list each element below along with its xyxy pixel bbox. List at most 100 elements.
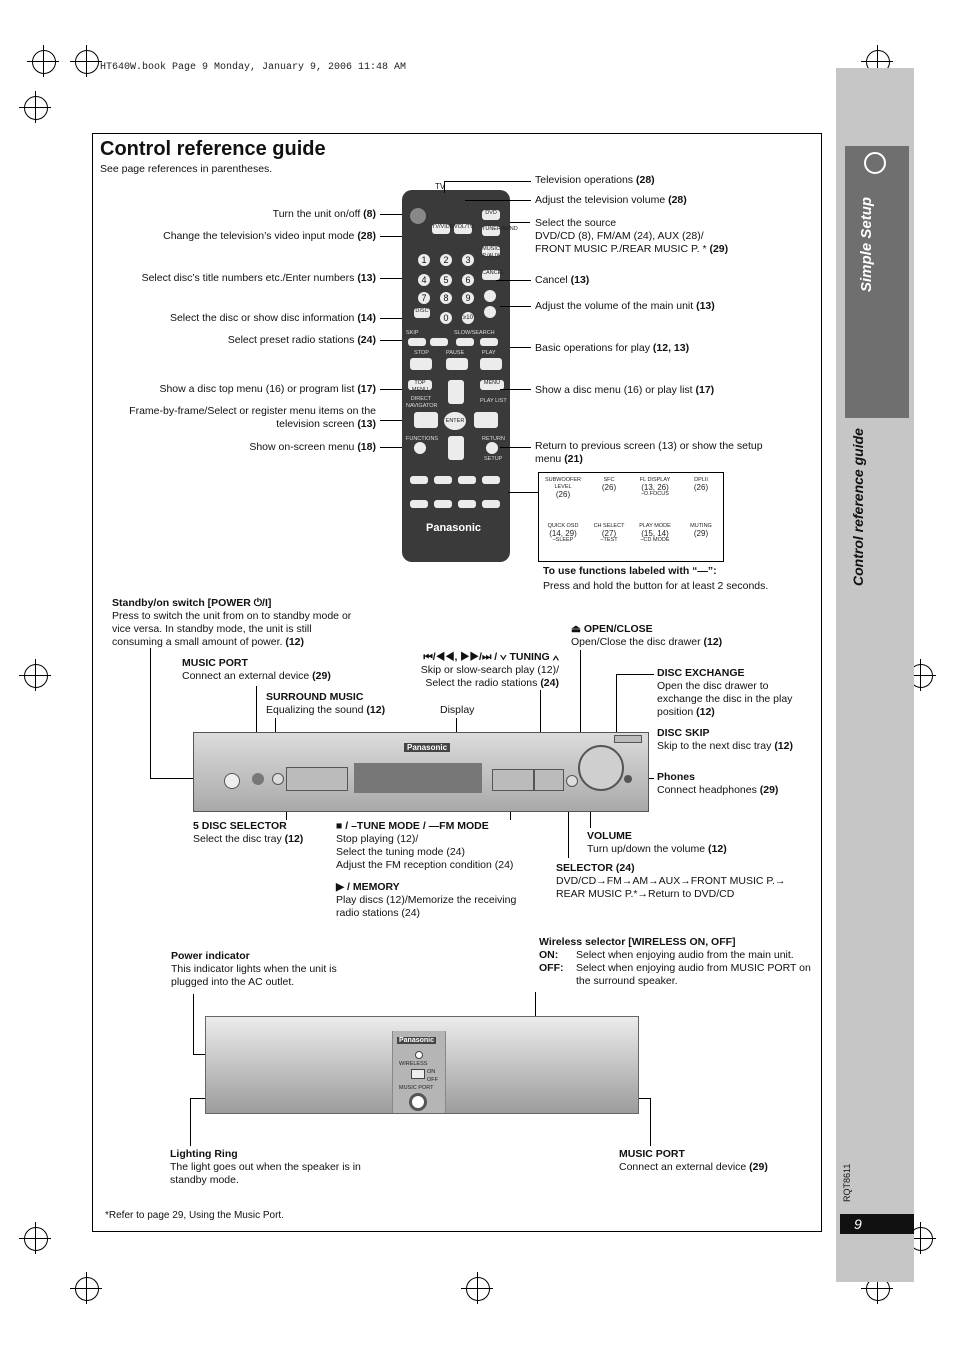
remote-ch-select-button[interactable]	[434, 500, 452, 508]
remote-right-button[interactable]	[474, 412, 498, 428]
label-cancel: Cancel (13)	[535, 274, 590, 286]
remote-subwoofer-button[interactable]	[410, 476, 428, 484]
remote-num-1[interactable]: 1	[418, 254, 430, 266]
remote-slow-label: SLOW/SEARCH	[454, 330, 495, 336]
leader-line	[380, 447, 410, 448]
leader-line	[380, 340, 410, 341]
page-title: Control reference guide	[100, 138, 326, 160]
power-button[interactable]	[224, 773, 240, 789]
surround-speaker: Panasonic WIRELESS ON OFF MUSIC PORT	[205, 1016, 639, 1114]
remote-num-5[interactable]: 5	[440, 274, 452, 286]
remote-fl-display-button[interactable]	[458, 476, 476, 484]
remote-slow-fwd-button[interactable]	[480, 338, 498, 346]
open-close-desc: ⏏ OPEN/CLOSE Open/Close the disc drawer …	[571, 623, 723, 648]
shift-cell: MUTING(29)	[690, 523, 712, 538]
five-disc-desc: 5 DISC SELECTOR Select the disc tray (12…	[193, 820, 304, 845]
wireless-switch[interactable]	[411, 1069, 425, 1079]
remote-left-button[interactable]	[414, 412, 438, 428]
remote-num-7[interactable]: 7	[418, 292, 430, 304]
remote-volume-down-button[interactable]	[484, 306, 496, 318]
music-port-jack[interactable]	[252, 773, 264, 785]
leader-line	[380, 389, 410, 390]
registration-mark	[27, 45, 59, 77]
remote-num-6[interactable]: 6	[462, 274, 474, 286]
shift-cell: SUBWOOFER LEVEL(26)	[544, 477, 582, 499]
remote-num-0[interactable]: 0	[440, 312, 452, 324]
label-tv-volume: Adjust the television volume (28)	[535, 194, 687, 206]
remote-play-button[interactable]	[480, 358, 502, 370]
remote-tv-video-button[interactable]: TV/VIDEO	[432, 224, 458, 234]
remote-muting-button[interactable]	[482, 500, 500, 508]
remote-return-button[interactable]	[486, 442, 498, 454]
remote-num-3[interactable]: 3	[462, 254, 474, 266]
remote-pause-button[interactable]	[446, 358, 468, 370]
volume-knob[interactable]	[578, 745, 624, 791]
remote-top-menu-button[interactable]: TOP MENU	[408, 380, 432, 393]
wireless-selector-desc: Wireless selector [WIRELESS ON, OFF] ON:…	[539, 936, 811, 987]
label-main-volume: Adjust the volume of the main unit (13)	[535, 300, 715, 312]
shift-cell: SFC(26)	[601, 477, 617, 492]
remote-num-9[interactable]: 9	[462, 292, 474, 304]
remote-disc-button[interactable]: DISC	[414, 308, 430, 318]
leader-line	[444, 181, 531, 182]
disc-exchange-button[interactable]	[614, 735, 642, 743]
surround-music-desc: SURROUND MUSIC Equalizing the sound (12)	[266, 691, 386, 716]
surround-music-button[interactable]	[272, 773, 284, 785]
remote-skip-label: SKIP	[406, 330, 419, 336]
transport-buttons[interactable]	[492, 769, 534, 791]
label-disc: Select the disc or show disc information…	[169, 312, 376, 324]
shift-cell: PLAY MODE(15, 14)–CD MODE	[639, 523, 671, 543]
remote-num-4[interactable]: 4	[418, 274, 430, 286]
label-tv-ops: Television operations (28)	[535, 174, 655, 186]
lighting-ring-desc: Lighting Ring The light goes out when th…	[170, 1148, 361, 1186]
remote-menu-button[interactable]: MENU	[480, 380, 504, 390]
leader-line	[150, 778, 230, 779]
leader-line	[508, 492, 538, 493]
registration-mark	[19, 91, 51, 123]
remote-skip-fwd-button[interactable]	[430, 338, 448, 346]
tuning-buttons[interactable]	[534, 769, 564, 791]
remote-play-mode-button[interactable]	[458, 500, 476, 508]
remote-functions-button[interactable]	[414, 442, 426, 454]
leader-line	[193, 994, 194, 1054]
leader-line	[380, 236, 410, 237]
stop-tune-desc: ■ / –TUNE MODE / —FM MODE Stop playing (…	[336, 820, 514, 871]
remote-cancel-button[interactable]: CANCEL	[482, 270, 504, 280]
remote-dvd-button[interactable]: DVD	[482, 210, 500, 220]
main-unit-brand: Panasonic	[404, 743, 451, 752]
shift-function-table: SUBWOOFER LEVEL(26) SFC(26) FL DISPLAY(1…	[538, 472, 724, 562]
remote-dplii-button[interactable]	[482, 476, 500, 484]
leader-line	[496, 280, 531, 281]
remote-music-p-button[interactable]: MUSIC P./AUX	[482, 246, 500, 259]
registration-mark	[461, 1272, 493, 1304]
registration-mark	[70, 45, 102, 77]
play-memory-desc: ▶ / MEMORY Play discs (12)/Memorize the …	[336, 881, 517, 919]
wireless-on-label: ON	[427, 1069, 436, 1075]
remote-vol-tv-button[interactable]: VOL/TV	[454, 224, 474, 234]
remote-sfc-button[interactable]	[434, 476, 452, 484]
remote-volume-up-button[interactable]	[484, 290, 496, 302]
remote-power-button[interactable]	[410, 208, 426, 224]
remote-num-10plus[interactable]: ≥10	[462, 312, 474, 324]
remote-slow-back-button[interactable]	[456, 338, 474, 346]
remote-down-button[interactable]	[448, 436, 464, 460]
shift-note-title: To use functions labeled with “—”:	[543, 565, 717, 577]
remote-stop-button[interactable]	[410, 358, 432, 370]
speaker-music-port[interactable]	[409, 1093, 427, 1111]
remote-quick-osd-button[interactable]	[410, 500, 428, 508]
disc-selector-buttons[interactable]	[286, 767, 348, 791]
leader-line	[500, 306, 531, 307]
leader-line	[465, 200, 531, 201]
selector-button[interactable]	[566, 775, 578, 787]
remote-skip-back-button[interactable]	[408, 338, 426, 346]
footnote: *Refer to page 29, Using the Music Port.	[105, 1210, 284, 1221]
remote-enter-button[interactable]: ENTER	[444, 412, 466, 430]
remote-up-button[interactable]	[448, 380, 464, 404]
speaker-brand: Panasonic	[397, 1037, 437, 1044]
remote-num-2[interactable]: 2	[440, 254, 452, 266]
remote-tuner-button[interactable]: TUNER/BAND	[482, 226, 518, 236]
remote-play-list-label: PLAY LIST	[480, 398, 507, 404]
phones-jack[interactable]	[624, 775, 632, 783]
music-port-desc: MUSIC PORT Connect an external device (2…	[182, 657, 331, 682]
remote-num-8[interactable]: 8	[440, 292, 452, 304]
